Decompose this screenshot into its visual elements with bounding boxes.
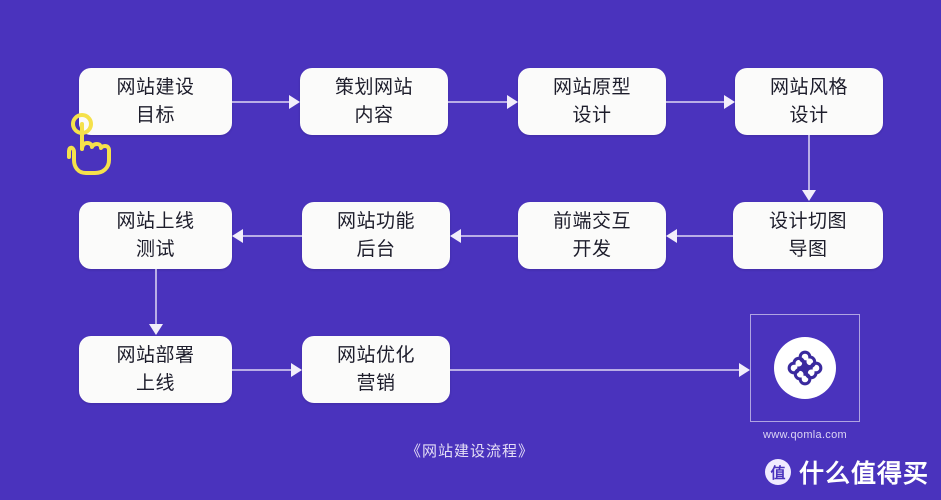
qomla-logo-frame <box>750 314 860 422</box>
diagram-caption: 《网站建设流程》 <box>405 442 534 460</box>
tap-hand-cursor-icon <box>67 113 111 175</box>
connector-n3-n4 <box>666 101 724 103</box>
arrowhead-n6-n7 <box>450 229 461 243</box>
watermark-badge-icon: 值 <box>764 459 791 485</box>
arrowhead-n1-n2 <box>289 95 300 109</box>
arrowhead-n10-logo <box>739 363 750 377</box>
flow-node-n6[interactable]: 前端交互 开发 <box>518 202 666 269</box>
connector-n1-n2 <box>232 101 290 103</box>
flow-node-n5-line1: 设计切图 <box>768 209 847 232</box>
flow-node-n3-line2: 设计 <box>572 103 612 126</box>
arrowhead-n5-n6 <box>666 229 677 243</box>
flow-node-n8-line2: 测试 <box>135 237 175 260</box>
qomla-pinwheel-logo-icon <box>787 350 823 386</box>
flow-node-n6-line2: 开发 <box>572 237 612 260</box>
flow-node-n4-line2: 设计 <box>789 103 829 126</box>
flow-node-n9[interactable]: 网站部署 上线 <box>79 336 232 403</box>
arrowhead-n3-n4 <box>724 95 735 109</box>
watermark-text: 什么值得买 <box>798 459 929 488</box>
flow-node-n3-line1: 网站原型 <box>552 75 631 98</box>
flow-node-n1-line2: 目标 <box>135 103 175 126</box>
arrowhead-n9-n10 <box>291 363 302 377</box>
qomla-logo-disc <box>774 337 836 399</box>
connector-n5-n6 <box>676 235 733 237</box>
watermark: 值 什么值得买 <box>764 454 929 490</box>
connector-n9-n10 <box>232 369 292 371</box>
flow-node-n1[interactable]: 网站建设 目标 <box>79 68 232 135</box>
connector-n2-n3 <box>448 101 508 103</box>
qomla-logo-url: www.qomla.com <box>763 429 847 441</box>
connector-n4-n5 <box>808 135 810 193</box>
flow-node-n2[interactable]: 策划网站 内容 <box>300 68 448 135</box>
arrowhead-n2-n3 <box>507 95 518 109</box>
flow-node-n2-line1: 策划网站 <box>334 75 413 98</box>
arrowhead-n4-n5 <box>802 190 816 201</box>
connector-n8-n9 <box>155 269 157 327</box>
connector-n7-n8 <box>242 235 302 237</box>
connector-n10-logo <box>450 369 740 371</box>
flow-node-n7-line2: 后台 <box>356 237 396 260</box>
arrowhead-n8-n9 <box>149 324 163 335</box>
flow-node-n8[interactable]: 网站上线 测试 <box>79 202 232 269</box>
flow-node-n9-line2: 上线 <box>135 371 175 394</box>
flow-node-n9-line1: 网站部署 <box>116 343 195 366</box>
flow-node-n1-line1: 网站建设 <box>116 75 195 98</box>
flow-node-n5[interactable]: 设计切图 导图 <box>733 202 883 269</box>
tap-hand-cursor <box>64 113 120 175</box>
flow-node-n7[interactable]: 网站功能 后台 <box>302 202 450 269</box>
flow-node-n10-line1: 网站优化 <box>336 343 415 366</box>
flow-node-n10[interactable]: 网站优化 营销 <box>302 336 450 403</box>
flow-node-n3[interactable]: 网站原型 设计 <box>518 68 666 135</box>
flow-node-n6-line1: 前端交互 <box>552 209 631 232</box>
flow-node-n5-line2: 导图 <box>788 237 828 260</box>
connector-n6-n7 <box>460 235 518 237</box>
flow-node-n4[interactable]: 网站风格 设计 <box>735 68 883 135</box>
flow-node-n2-line2: 内容 <box>354 103 394 126</box>
flow-node-n4-line1: 网站风格 <box>769 75 848 98</box>
flow-node-n8-line1: 网站上线 <box>116 209 195 232</box>
flow-node-n10-line2: 营销 <box>356 371 396 394</box>
arrowhead-n7-n8 <box>232 229 243 243</box>
flow-node-n7-line1: 网站功能 <box>336 209 415 232</box>
